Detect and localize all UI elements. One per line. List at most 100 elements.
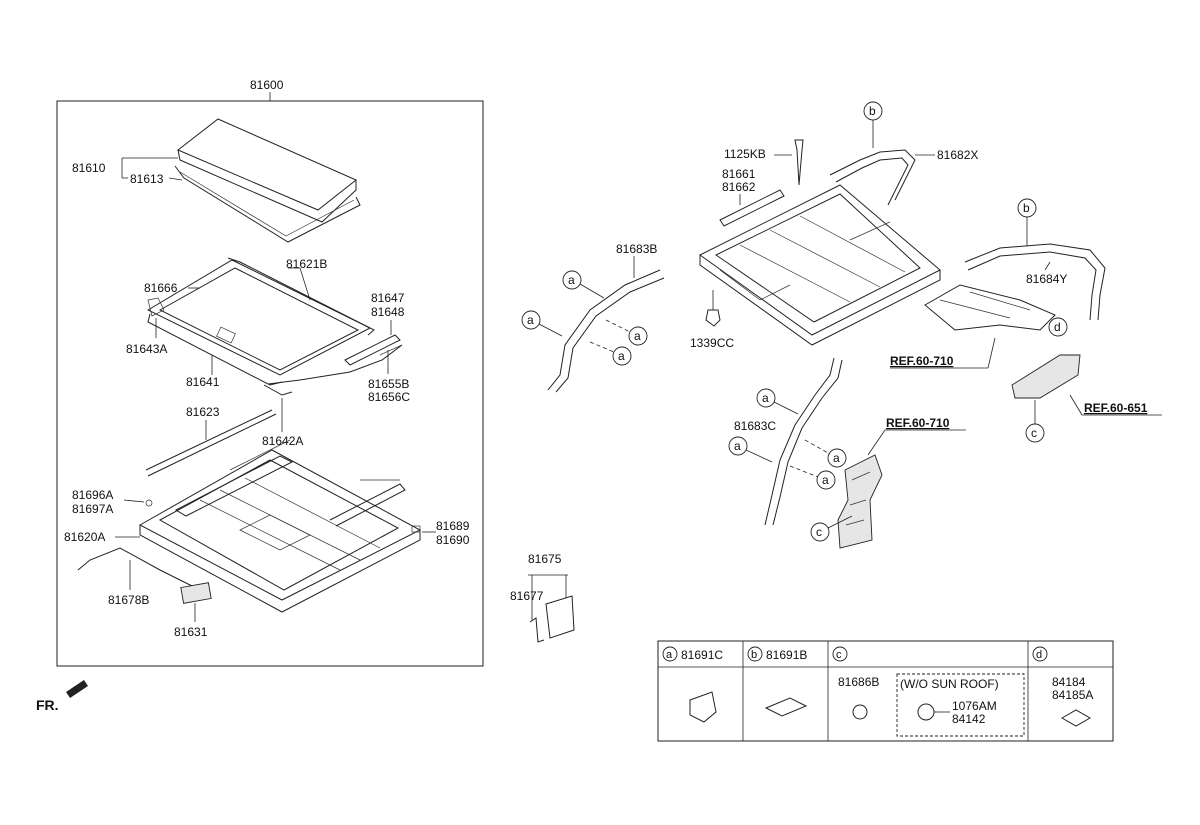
orientation-label: FR.	[36, 697, 59, 713]
callout-81610: 81610	[72, 161, 106, 175]
callout-d	[1048, 317, 1068, 337]
legend-a-part: 81691C	[681, 648, 723, 662]
callout-a-3	[628, 326, 648, 346]
deflector-frame	[146, 257, 403, 386]
callout-81677: 81677	[510, 589, 544, 603]
callout-81689: 81689	[436, 519, 470, 533]
plug-icon	[917, 703, 935, 721]
callout-81683C: 81683C	[734, 419, 776, 433]
bolt-icon	[794, 139, 804, 186]
svg-text:b: b	[751, 649, 757, 661]
callout-a-5	[756, 388, 776, 408]
legend-d-marker	[1032, 646, 1048, 662]
callout-81690: 81690	[436, 533, 470, 547]
legend-c-marker	[832, 646, 848, 662]
callout-81620A: 81620A	[64, 530, 105, 544]
svg-text:a: a	[527, 313, 534, 327]
callout-81648: 81648	[371, 305, 405, 319]
callout-a-6	[728, 436, 748, 456]
legend-c-part: 81686B	[838, 675, 879, 689]
callout-a-7	[827, 448, 847, 468]
drain-hose-81683B	[547, 269, 661, 391]
callout-b-top	[863, 101, 883, 121]
ref-60-651: REF.60-651	[1084, 401, 1148, 415]
svg-text:a: a	[634, 329, 641, 343]
tool-pouch	[545, 595, 575, 639]
ref-60-710-upper: REF.60-710	[890, 354, 954, 368]
legend-table	[657, 640, 1114, 742]
svg-text:a: a	[666, 649, 673, 661]
drive-cable	[77, 547, 206, 591]
svg-text:c: c	[816, 525, 822, 539]
clip-81691C-icon	[689, 691, 717, 723]
pillar-bracket	[924, 284, 1056, 331]
callout-81621B: 81621B	[286, 257, 327, 271]
clip-81691B-icon	[764, 697, 808, 717]
callout-a-4	[612, 346, 632, 366]
without-sunroof-box	[896, 673, 1025, 737]
ref-60-710-lower: REF.60-710	[886, 416, 950, 430]
callout-81678B: 81678B	[108, 593, 149, 607]
legend-c-alt1: 1076AM	[952, 699, 997, 713]
svg-text:b: b	[1023, 201, 1030, 215]
callout-81643A: 81643A	[126, 342, 167, 356]
callout-81682X: 81682X	[937, 148, 978, 162]
svg-text:a: a	[618, 349, 625, 363]
roof-frame	[699, 184, 941, 346]
front-arrow-icon	[66, 680, 88, 698]
callout-81631: 81631	[174, 625, 208, 639]
callout-81697A: 81697A	[72, 502, 113, 516]
legend-b-marker	[747, 646, 763, 662]
drain-hose-81684Y	[964, 243, 1106, 321]
svg-text:c: c	[1031, 426, 1037, 440]
drain-hose-81683C	[764, 357, 835, 526]
svg-text:a: a	[833, 451, 840, 465]
callout-81666: 81666	[144, 281, 178, 295]
callout-a-8	[816, 470, 836, 490]
callout-81656C: 81656C	[368, 390, 410, 404]
callout-a-1	[562, 270, 582, 290]
svg-text:b: b	[869, 104, 876, 118]
center-pillar	[837, 454, 883, 549]
callout-81696A: 81696A	[72, 488, 113, 502]
callout-a-2	[521, 310, 541, 330]
slider-bracket	[344, 334, 401, 366]
rear-trim-panel	[1011, 354, 1081, 399]
legend-b-part: 81691B	[766, 648, 807, 662]
assembly-group: 81600	[56, 78, 484, 667]
manual-handle	[529, 617, 545, 643]
legend-d-part1: 84184	[1052, 675, 1086, 689]
callout-81641: 81641	[186, 375, 220, 389]
callout-81613: 81613	[130, 172, 164, 186]
svg-text:d: d	[1036, 649, 1042, 661]
callout-c-lower	[810, 522, 830, 542]
callout-1339CC: 1339CC	[690, 336, 734, 350]
svg-text:a: a	[762, 391, 769, 405]
legend-a-marker	[662, 646, 678, 662]
callout-81647: 81647	[371, 291, 405, 305]
callout-81655B: 81655B	[368, 377, 409, 391]
svg-text:d: d	[1054, 320, 1061, 334]
callout-81683B: 81683B	[616, 242, 657, 256]
legend-c-note: (W/O SUN ROOF)	[900, 677, 999, 691]
drain-hose-81682X	[829, 149, 916, 201]
assembly-label: 81600	[250, 78, 284, 92]
svg-text:a: a	[568, 273, 575, 287]
callout-81662: 81662	[722, 180, 756, 194]
grommet-icon	[852, 704, 868, 720]
glass-panel	[174, 118, 361, 243]
seal-strip	[145, 409, 277, 477]
pad-icon	[1060, 709, 1092, 727]
callout-81675: 81675	[528, 552, 562, 566]
callout-1125KB: 1125KB	[724, 147, 766, 161]
sunroof-frame	[138, 439, 422, 613]
callout-81661: 81661	[722, 167, 756, 181]
callout-81684Y: 81684Y	[1026, 272, 1067, 286]
nut-icon	[705, 309, 721, 327]
callout-81642A: 81642A	[262, 434, 303, 448]
svg-text:a: a	[822, 473, 829, 487]
drive-motor	[180, 582, 212, 604]
callout-81623: 81623	[186, 405, 220, 419]
